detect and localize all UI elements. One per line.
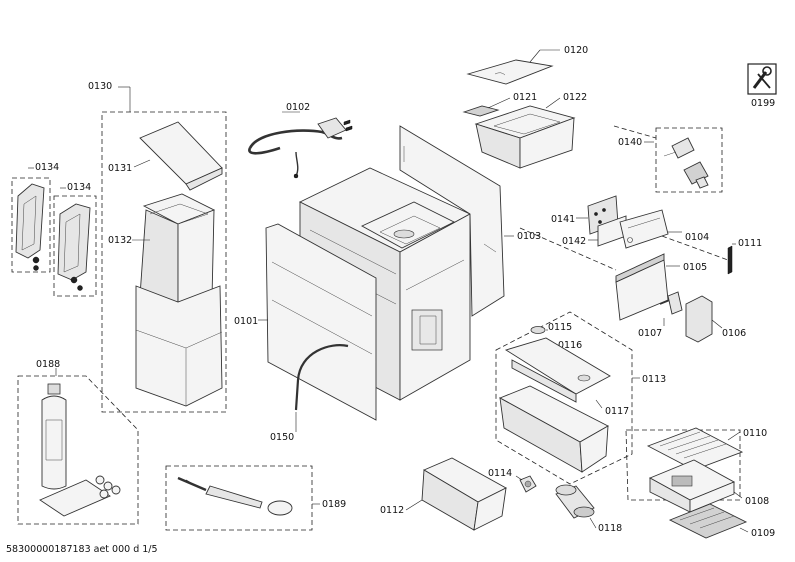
part-0118-brew-cylinder: [555, 484, 595, 519]
part-0114-valve: [519, 475, 537, 493]
part-0131-tank-lid: [139, 121, 223, 191]
label-0150: 0150: [270, 432, 294, 443]
part-0134a-water-filter: [15, 183, 45, 271]
part-0108-drip-tray: [648, 459, 736, 513]
part-0101-front-panel: [265, 223, 377, 421]
label-0112: 0112: [380, 505, 404, 516]
label-0111: 0111: [738, 238, 762, 249]
label-0102: 0102: [286, 102, 310, 113]
label-0130: 0130: [88, 81, 112, 92]
part-0188-cleaning-bottle: [41, 383, 67, 490]
part-0105-front-trim: [615, 253, 669, 321]
group-0130-outline: [101, 111, 227, 413]
label-0199: 0199: [751, 98, 775, 109]
label-0131: 0131: [108, 163, 132, 174]
label-0114: 0114: [488, 468, 512, 479]
group-0134a-outline: [11, 177, 51, 273]
label-0121: 0121: [513, 92, 537, 103]
label-0188: 0188: [36, 359, 60, 370]
group-0134b-outline: [53, 195, 97, 297]
part-0106-insert: [685, 295, 713, 343]
label-0189: 0189: [322, 499, 346, 510]
part-0102-power-cord: [248, 117, 353, 179]
group-0188-outline: [17, 375, 139, 525]
part-0111-trim-strip: [727, 245, 733, 275]
label-0101: 0101: [234, 316, 258, 327]
label-0116: 0116: [558, 340, 582, 351]
part-0109-tray-grid: [668, 503, 748, 539]
label-0109: 0109: [751, 528, 775, 539]
label-0107: 0107: [638, 328, 662, 339]
label-0141: 0141: [551, 214, 575, 225]
group-0189-outline: [165, 465, 313, 531]
group-0113-outline: [495, 311, 633, 485]
label-0117: 0117: [605, 406, 629, 417]
part-0134b-water-filter: [57, 203, 91, 291]
part-0117-drip-tray: [498, 337, 611, 473]
document-code: 58300000187183 aet 000 d 1/5: [6, 544, 158, 555]
label-0134a: 0134: [35, 162, 59, 173]
label-0108: 0108: [745, 496, 769, 507]
group-0110-outline: [625, 429, 741, 501]
label-0115: 0115: [548, 322, 572, 333]
label-0104: 0104: [685, 232, 709, 243]
part-0103-side-panel: [399, 125, 505, 317]
part-0120-lid: [466, 59, 554, 85]
leader-0140: [613, 125, 657, 139]
label-0103: 0103: [517, 231, 541, 242]
label-0122: 0122: [563, 92, 587, 103]
part-0121-seal: [462, 105, 500, 117]
label-0113: 0113: [642, 374, 666, 385]
part-0122-bean-container: [474, 105, 576, 169]
wrench-screwdriver-icon: [747, 63, 777, 95]
leader-0111: [661, 235, 729, 261]
label-0118: 0118: [598, 523, 622, 534]
label-0134b: 0134: [67, 182, 91, 193]
label-0105: 0105: [683, 262, 707, 273]
part-0189-accessories: [177, 476, 293, 516]
part-0115-seal: [530, 326, 546, 334]
leader-0105: [519, 227, 617, 271]
part-0188-cleaning-tablets: [39, 475, 121, 517]
label-0110: 0110: [743, 428, 767, 439]
part-0150-hose: [294, 344, 349, 411]
label-0140: 0140: [618, 137, 642, 148]
part-0140-switch-parts: [663, 137, 709, 189]
group-0140-outline: [655, 127, 723, 193]
label-0132: 0132: [108, 235, 132, 246]
part-0104-control-fascia: [619, 209, 669, 249]
part-0112-grounds-container: [421, 457, 507, 531]
part-0110-drip-grille: [646, 427, 744, 471]
part-0132-water-tank: [135, 193, 223, 407]
label-0106: 0106: [722, 328, 746, 339]
label-0142: 0142: [562, 236, 586, 247]
label-0120: 0120: [564, 45, 588, 56]
part-0107-screw: [659, 291, 683, 315]
